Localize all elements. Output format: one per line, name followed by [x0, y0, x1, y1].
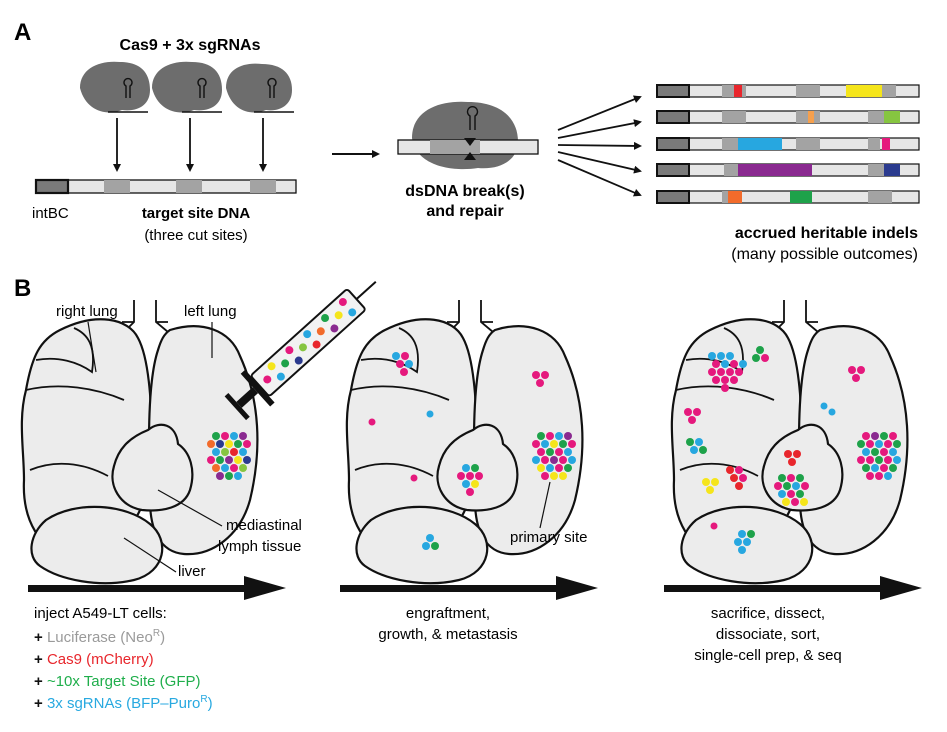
inject-item: + 3x sgRNAs (BFP–PuroR)	[34, 694, 213, 712]
break-title-line1: dsDNA break(s)	[405, 183, 524, 200]
right-lung-label: right lung	[56, 303, 118, 320]
stage2-line1: engraftment,	[406, 605, 490, 622]
indel-outcome-2	[656, 110, 920, 124]
injected-cell-cluster	[207, 432, 251, 480]
lung-2-cell-clusters	[368, 352, 549, 550]
inject-list: + Luciferase (NeoR) + Cas9 (mCherry) + ~10…	[34, 628, 213, 712]
lung-3-primary-cluster	[857, 432, 901, 480]
primary-site-leader	[539, 481, 551, 529]
inject-item: + Luciferase (NeoR)	[34, 628, 165, 646]
outcome-arrows	[557, 95, 642, 197]
target-site-title: target site DNA	[142, 205, 251, 222]
break-title-line2: and repair	[426, 203, 503, 220]
cas9-title: Cas9 + 3x sgRNAs	[120, 37, 261, 54]
cas9-complex-3	[226, 63, 294, 113]
liver-label: liver	[178, 563, 206, 580]
left-lung-label: left lung	[184, 303, 237, 320]
stage2-line2: growth, & metastasis	[378, 626, 517, 643]
indels-subtitle: (many possible outcomes)	[731, 246, 918, 263]
indel-outcome-3	[656, 137, 920, 151]
inject-item: + Cas9 (mCherry)	[34, 651, 154, 668]
stage3-line1: sacrifice, dissect,	[711, 605, 825, 622]
syringe-icon	[224, 281, 377, 421]
stage3-line3: single-cell prep, & seq	[694, 647, 842, 664]
panel-b-letter: B	[14, 275, 31, 302]
primary-site-cluster	[532, 432, 576, 480]
mediastinal-label-1: mediastinal	[226, 517, 302, 534]
timeline-arrow-3	[664, 576, 922, 600]
mediastinal-leader	[157, 489, 223, 527]
primary-site-label: primary site	[510, 529, 588, 546]
lung-diagram-1	[20, 300, 259, 585]
lung-diagram-3	[670, 300, 909, 585]
timeline-arrow-2	[340, 576, 598, 600]
cas9-complex-1	[80, 61, 150, 113]
panel-a-letter: A	[14, 19, 31, 46]
cas9-complex-2	[152, 61, 222, 113]
indel-outcome-1	[656, 84, 920, 98]
inject-title: inject A549-LT cells:	[34, 605, 167, 622]
indel-outcome-5	[656, 190, 920, 204]
inject-item: + ~10x Target Site (GFP)	[34, 673, 200, 690]
indel-outcome-4	[656, 163, 920, 177]
dsdna-break-graphic	[397, 101, 539, 170]
liver-leader	[123, 537, 177, 573]
mediastinal-label-2: lymph tissue	[218, 538, 301, 555]
stage3-line2: dissociate, sort,	[716, 626, 820, 643]
lung-3-cell-clusters	[684, 346, 865, 554]
right-lung-leader	[87, 321, 97, 373]
target-site-dna	[34, 178, 297, 195]
indels-title: accrued heritable indels	[735, 225, 918, 242]
target-site-subtitle: (three cut sites)	[144, 227, 247, 244]
intbc-label: intBC	[32, 205, 69, 222]
timeline-arrow-1	[28, 576, 286, 600]
